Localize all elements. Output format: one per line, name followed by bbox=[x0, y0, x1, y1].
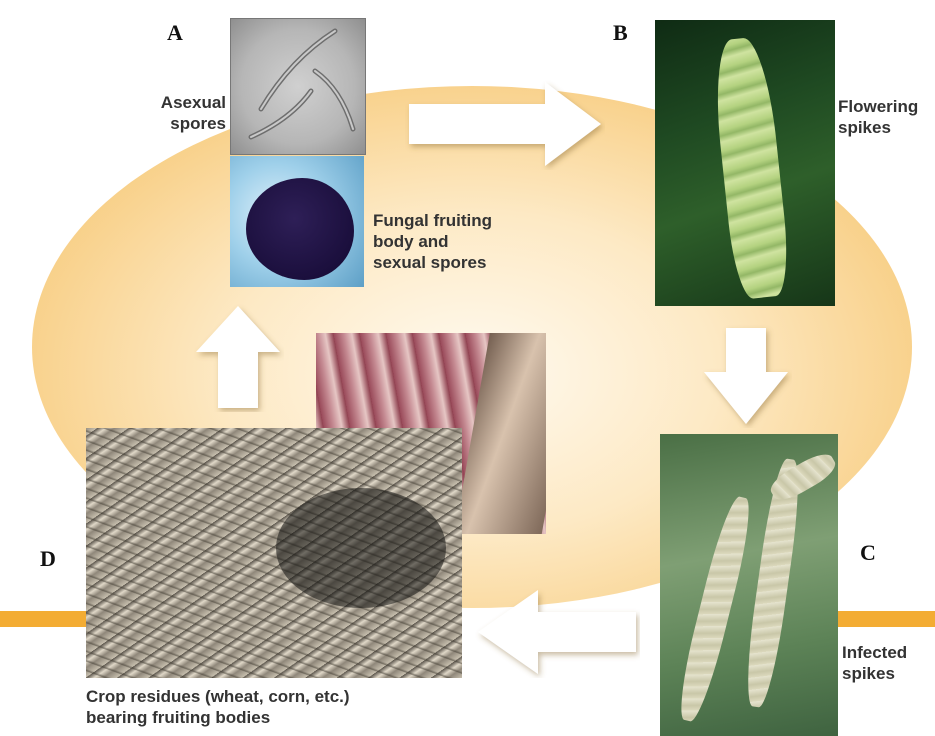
stage-letter-b: B bbox=[613, 20, 628, 46]
arrow-a-to-b bbox=[405, 80, 605, 170]
fruiting-body-shape bbox=[246, 178, 354, 280]
wheat-spike-shape bbox=[710, 36, 793, 300]
arrow-c-to-d bbox=[474, 586, 640, 678]
crop-residues-label: Crop residues (wheat, corn, etc.) bearin… bbox=[86, 686, 350, 728]
infected-spikes-image bbox=[660, 434, 838, 736]
stage-letter-a: A bbox=[167, 20, 183, 46]
arrow-d-to-a bbox=[194, 302, 284, 412]
asexual-spores-image bbox=[230, 18, 366, 155]
fruiting-body-label: Fungal fruiting body and sexual spores bbox=[373, 210, 492, 273]
infected-spikes-label: Infected spikes bbox=[842, 642, 907, 684]
stage-letter-c: C bbox=[860, 540, 876, 566]
ground-line-right bbox=[838, 611, 935, 627]
corn-leaf-shape bbox=[453, 333, 546, 534]
crop-residues-image bbox=[86, 428, 462, 678]
fruiting-body-image bbox=[230, 156, 364, 287]
infected-spike-1 bbox=[673, 494, 758, 724]
stage-letter-d: D bbox=[40, 546, 56, 572]
asexual-spores-label: Asexual spores bbox=[138, 92, 226, 134]
spore-shapes bbox=[231, 19, 365, 154]
residue-shadow-shape bbox=[276, 488, 446, 608]
flowering-spikes-label: Flowering spikes bbox=[838, 96, 918, 138]
arrow-b-to-c bbox=[702, 324, 792, 428]
flowering-spikes-image bbox=[655, 20, 835, 306]
ground-line-left bbox=[0, 611, 86, 627]
